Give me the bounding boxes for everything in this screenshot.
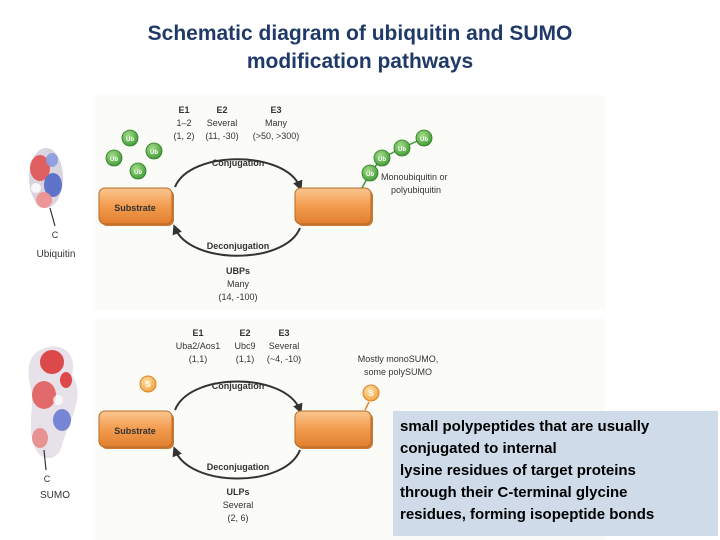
ub-deconj-count: Many	[227, 279, 250, 289]
ub-product-label-line-1: Monoubiquitin or	[381, 172, 448, 182]
sumo-e3-label: E3	[278, 328, 289, 338]
ub-chain-molecule-1: Ub	[361, 164, 379, 182]
ub-molecule-free-3: Ub	[105, 149, 123, 167]
ub-chain-molecule-4: Ub	[415, 129, 433, 147]
ub-chain-molecule-2: Ub	[373, 149, 391, 167]
sumo-e1-label: E1	[192, 328, 203, 338]
ub-e2-label: E2	[216, 105, 227, 115]
ub-e2-count: Several	[207, 118, 238, 128]
description-line-4: through their C-terminal glycine	[400, 484, 628, 501]
slide-title: Schematic diagram of ubiquitin and SUMO …	[60, 20, 660, 76]
ub-substrate-label: Substrate	[114, 203, 156, 213]
title-line-1: Schematic diagram of ubiquitin and SUMO	[147, 22, 573, 45]
svg-text:Ub: Ub	[134, 170, 142, 176]
sumo-e1-numbers: (1,1)	[189, 354, 208, 364]
sumo-e3-numbers: (~4, -10)	[267, 354, 301, 364]
description-line-2: conjugated to internal	[400, 440, 557, 457]
ub-e1-numbers: (1, 2)	[173, 131, 194, 141]
ub-e3-count: Many	[265, 118, 288, 128]
sumo-molecule-attached: S	[362, 384, 380, 402]
svg-text:Ub: Ub	[398, 147, 406, 153]
sumo-deconj-enzyme: ULPs	[226, 487, 249, 497]
svg-text:Ub: Ub	[126, 137, 134, 143]
sumo-product-label-line-1: Mostly monoSUMO,	[358, 354, 439, 364]
ub-e1-count: 1–2	[176, 118, 191, 128]
ub-substrate-box	[98, 187, 174, 226]
sumo-substrate-label: Substrate	[114, 426, 156, 436]
ub-e3-label: E3	[270, 105, 281, 115]
sumo-product-label-line-2: some polySUMO	[364, 367, 432, 377]
svg-text:Ub: Ub	[420, 137, 428, 143]
svg-text:Ub: Ub	[150, 150, 158, 156]
svg-text:Ub: Ub	[110, 157, 118, 163]
sumo-e2-count: Ubc9	[234, 341, 255, 351]
ub-molecule-free-2: Ub	[145, 142, 163, 160]
svg-text:S: S	[368, 389, 374, 398]
ub-deconjugation-arrow	[172, 224, 301, 257]
sumo-deconjugation-arrow	[172, 446, 301, 480]
ub-e1-label: E1	[178, 105, 189, 115]
sumo-e3-count: Several	[269, 341, 300, 351]
sumo-name-label: SUMO	[40, 490, 70, 501]
sumo-deconj-numbers: (2, 6)	[227, 513, 248, 523]
svg-text:S: S	[145, 380, 151, 389]
sumo-e1-count: Uba2/Aos1	[176, 341, 221, 351]
svg-text:Ub: Ub	[366, 172, 374, 178]
sumo-linker	[364, 401, 370, 411]
description-line-5: residues, forming isopeptide bonds	[400, 506, 655, 523]
sumo-conjugation-arrow	[174, 380, 303, 414]
title-line-2: modification pathways	[246, 50, 474, 73]
sumo-structure-image	[28, 346, 78, 471]
ub-modified-substrate-box	[294, 187, 373, 226]
ub-conjugation-arrow	[174, 158, 303, 191]
description-line-1: small polypeptides that are usually	[400, 418, 650, 435]
sumo-c-terminal-label: C	[44, 474, 51, 484]
sumo-e2-label: E2	[239, 328, 250, 338]
ub-chain-molecule-3: Ub	[393, 139, 411, 157]
ub-e3-numbers: (>50, >300)	[253, 131, 300, 141]
sumo-deconj-count: Several	[223, 500, 254, 510]
ub-deconjugation-label: Deconjugation	[207, 241, 270, 251]
ub-deconj-enzyme: UBPs	[226, 266, 250, 276]
ub-product-label-line-2: polyubiquitin	[391, 185, 441, 195]
sumo-e2-numbers: (1,1)	[236, 354, 255, 364]
ub-deconj-numbers: (14, -100)	[218, 292, 257, 302]
ub-molecule-free-4: Ub	[129, 162, 147, 180]
ubiquitin-c-terminal-label: C	[52, 230, 59, 240]
ub-molecule-free-1: Ub	[121, 129, 139, 147]
description-textbox: small polypeptides that are usually conj…	[393, 411, 718, 536]
ubiquitin-name-label: Ubiquitin	[37, 249, 76, 260]
sumo-substrate-box	[98, 410, 174, 449]
ub-conjugation-label: Conjugation	[212, 158, 265, 168]
ub-e2-numbers: (11, -30)	[205, 131, 238, 141]
ubiquitin-structure-image	[29, 148, 63, 227]
sumo-molecule-free: S	[139, 375, 157, 393]
sumo-conjugation-label: Conjugation	[212, 381, 265, 391]
svg-text:Ub: Ub	[378, 157, 386, 163]
sumo-modified-substrate-box	[294, 410, 373, 449]
sumo-deconjugation-label: Deconjugation	[207, 462, 270, 472]
description-line-3: lysine residues of target proteins	[400, 462, 636, 479]
